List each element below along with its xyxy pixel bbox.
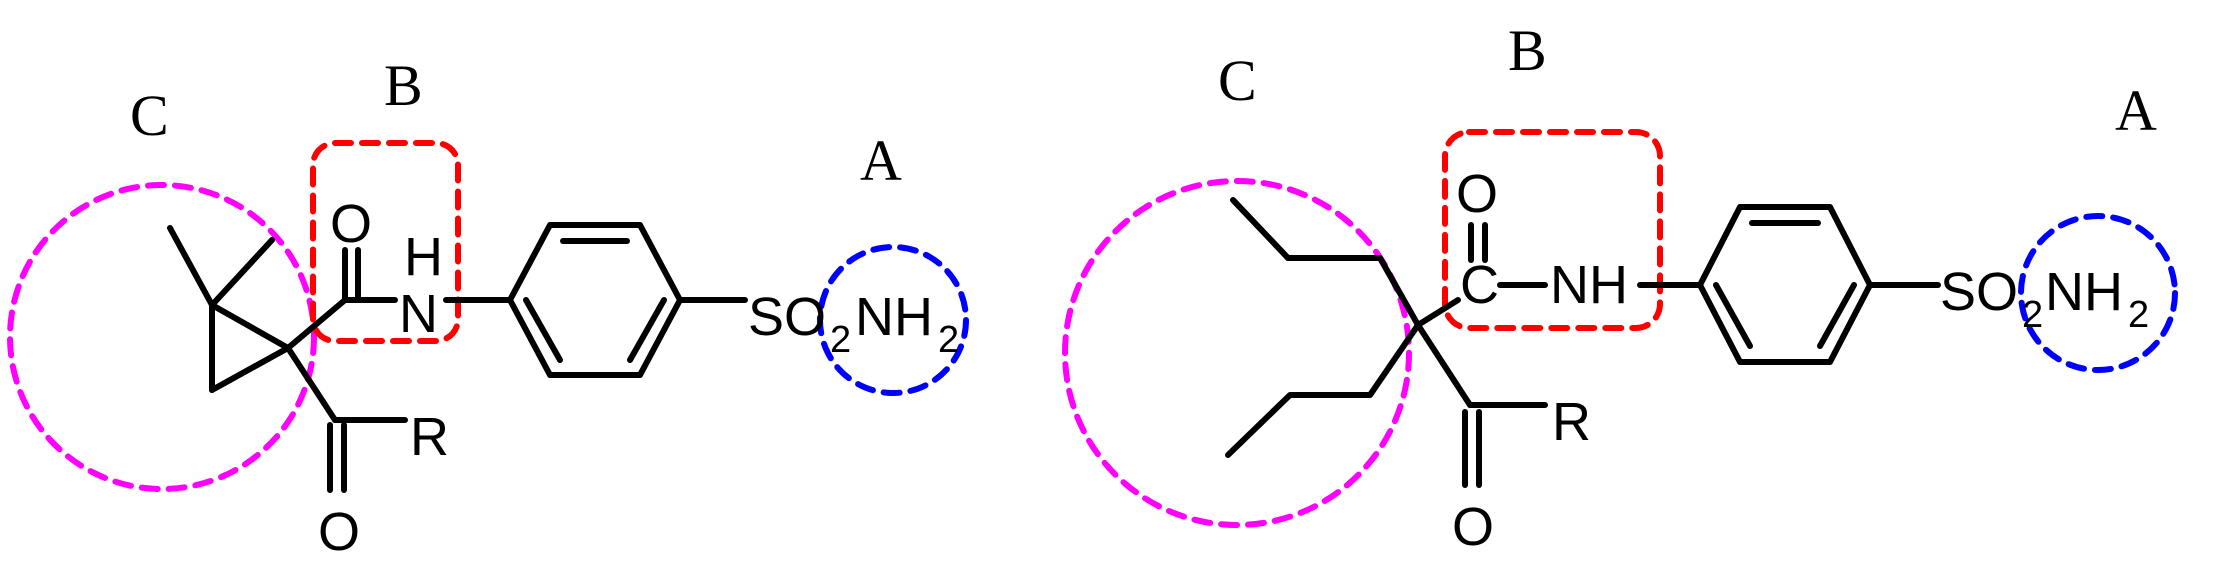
right-atom-o-bottom: O (1452, 497, 1494, 557)
left-atom-h: H (404, 227, 443, 287)
right-atom-c: C (1460, 255, 1499, 315)
left-atom-n: N (399, 284, 438, 344)
right-text-so: SO (1940, 262, 2018, 322)
right-bond-quat-carbonyl (1415, 297, 1461, 328)
left-label-b: B (384, 53, 423, 118)
left-atom-r: R (410, 407, 449, 467)
right-atom-r: R (1552, 392, 1591, 452)
right-atom-nh: NH (1550, 255, 1628, 315)
left-sulfonamide: SO 2 NH 2 (748, 287, 959, 361)
right-region-a-circle (2018, 213, 2178, 373)
right-region-c-circle (1062, 178, 1412, 528)
right-text-sub-2-b: 2 (2128, 294, 2149, 336)
right-label-c: C (1218, 48, 1257, 113)
left-region-c-circle (7, 182, 317, 492)
left-bond-ring-carbonyl (285, 297, 348, 351)
left-text-sub-2-a: 2 (830, 319, 851, 361)
right-label-a: A (2115, 78, 2157, 143)
right-benzene-ring (1697, 204, 1873, 365)
right-sulfonamide: SO 2 NH 2 (1940, 262, 2149, 336)
right-propyl-chains (1225, 197, 1421, 458)
right-label-b: B (1508, 18, 1547, 83)
left-atom-o-top: O (330, 194, 372, 254)
left-benzene-ring (507, 222, 683, 378)
left-region-a-circle (817, 244, 969, 396)
right-region-b-box (1442, 129, 1663, 331)
left-atom-o-bottom: O (318, 502, 360, 562)
right-structure: C B A O C NH R O SO (1062, 18, 2178, 557)
right-atom-o-top: O (1456, 164, 1498, 224)
left-text-sub-2-b: 2 (938, 319, 959, 361)
right-bond-quat-lower (1415, 322, 1473, 408)
left-label-a: A (860, 128, 902, 193)
left-text-so: SO (748, 287, 826, 347)
left-label-c: C (130, 83, 169, 148)
left-structure: C B A O H N R O (7, 53, 969, 562)
right-text-sub-2-a: 2 (2022, 294, 2043, 336)
left-bond-ring-lower (285, 345, 338, 423)
left-cyclopropane (167, 225, 291, 393)
left-text-nh: NH (855, 287, 933, 347)
right-text-nh: NH (2045, 262, 2123, 322)
